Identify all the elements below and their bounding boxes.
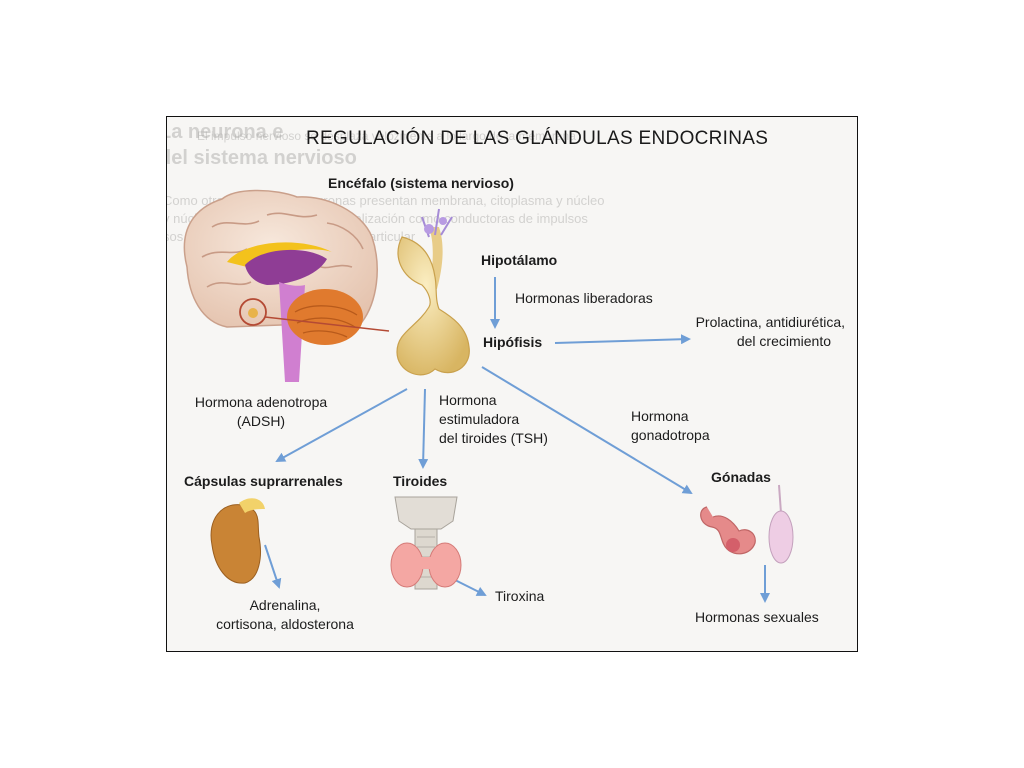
adrenal-gland-illustration [210, 498, 265, 584]
arrow-pituitary-adrenal [275, 388, 408, 462]
label-prolactina-line2: del crecimiento [736, 333, 831, 349]
label-adrenalina-line1: Adrenalina, [249, 597, 321, 613]
diagram-art [183, 189, 794, 603]
arrow-hipofisis-prolactina [554, 334, 691, 345]
arrow-pituitary-thyroid [418, 388, 429, 469]
label-encefalo: Encéfalo (sistema nervioso) [328, 175, 514, 191]
arrow-hipofisis-gonadas [481, 366, 693, 495]
label-tsh-line1: Hormona [439, 392, 497, 408]
brain-illustration [183, 189, 390, 382]
gonads-illustration [700, 484, 794, 564]
arrows [264, 277, 770, 603]
label-adenotropa-line2: (ADSH) [236, 413, 286, 429]
label-tiroides: Tiroides [393, 473, 448, 489]
label-hipofisis: Hipófisis [483, 334, 543, 350]
bg-line-1: El impulso nervioso se desplaza velozmen… [197, 129, 576, 143]
label-prolactina-line1: Prolactina, antidiurética, [695, 314, 845, 330]
label-gonadotropa-line2: gonadotropa [631, 427, 710, 443]
label-hormonas-liberadoras: Hormonas liberadoras [515, 290, 653, 306]
label-adrenalina: Adrenalina, cortisona, aldosterona [195, 596, 375, 634]
label-gonadas: Gónadas [711, 469, 771, 485]
diagram-frame: La neurona e del sistema nervioso El imp… [166, 116, 858, 652]
label-tsh-line2: estimuladora [439, 411, 520, 427]
label-adenotropa-line1: Hormona adenotropa [194, 394, 328, 410]
arrow-thyroid-tiroxina [452, 578, 487, 596]
pituitary-illustration [396, 208, 470, 376]
thyroid-illustration [390, 496, 462, 590]
label-hormona-gonadotropa: Hormona gonadotropa [631, 407, 710, 445]
label-tsh-line3: del tiroides (TSH) [439, 430, 548, 446]
label-hipotalamo: Hipotálamo [481, 252, 558, 268]
label-prolactina: Prolactina, antidiurética, del crecimien… [665, 313, 845, 351]
diagram-title: REGULACIÓN DE LAS GLÁNDULAS ENDOCRINAS [306, 128, 769, 149]
label-gonadotropa-line1: Hormona [631, 408, 689, 424]
label-adrenalina-line2: cortisona, aldosterona [216, 616, 354, 632]
bg-heading-2: del sistema nervioso [166, 147, 357, 169]
label-hormonas-sexuales: Hormonas sexuales [695, 609, 819, 625]
label-capsulas-suprarrenales: Cápsulas suprarrenales [184, 473, 343, 489]
label-hormona-tsh: Hormona estimuladora del tiroides (TSH) [439, 391, 548, 448]
label-hormona-adenotropa: Hormona adenotropa (ADSH) [181, 393, 341, 431]
bg-heading-1: La neurona e [166, 121, 284, 143]
arrow-adrenal-hormones [264, 544, 282, 589]
label-tiroxina: Tiroxina [495, 588, 545, 604]
